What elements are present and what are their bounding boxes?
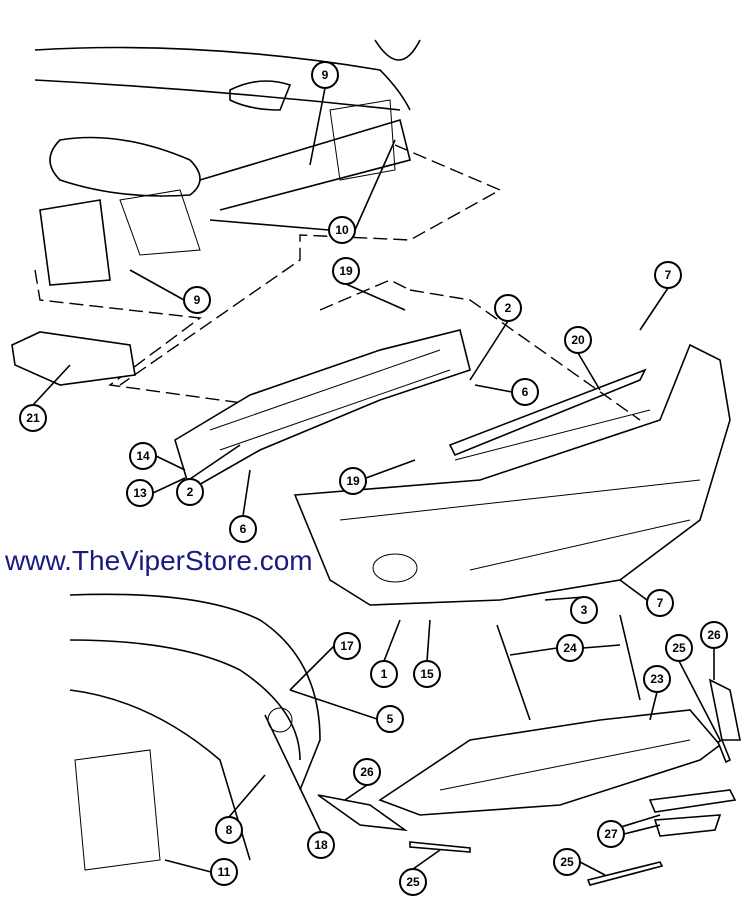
callout-23: 23	[643, 665, 671, 693]
callout-9: 9	[311, 61, 339, 89]
callout-1: 1	[370, 660, 398, 688]
callout-2: 2	[176, 478, 204, 506]
fascia-strip	[448, 368, 647, 457]
vehicle-front-lower	[69, 593, 321, 871]
callout-25: 25	[553, 848, 581, 876]
callout-14: 14	[129, 442, 157, 470]
svg-text:2: 2	[187, 485, 194, 499]
deflector-right	[708, 678, 741, 741]
svg-text:13: 13	[133, 486, 147, 500]
svg-text:1: 1	[381, 667, 388, 681]
svg-text:26: 26	[707, 628, 721, 642]
callout-18: 18	[307, 831, 335, 859]
strip-25-a	[409, 841, 471, 853]
callout-20: 20	[564, 326, 592, 354]
callout-7: 7	[654, 261, 682, 289]
svg-text:19: 19	[339, 264, 353, 278]
energy-absorber	[174, 329, 471, 492]
leader-lines	[32, 87, 721, 876]
callout-24: 24	[556, 634, 584, 662]
deflector-left	[317, 794, 408, 832]
svg-text:5: 5	[387, 712, 394, 726]
svg-text:7: 7	[657, 596, 664, 610]
svg-text:20: 20	[571, 333, 585, 347]
svg-text:8: 8	[226, 823, 233, 837]
callout-15: 15	[413, 660, 441, 688]
callout-25: 25	[665, 634, 693, 662]
svg-text:2: 2	[505, 301, 512, 315]
svg-text:7: 7	[665, 268, 672, 282]
svg-text:25: 25	[406, 875, 420, 889]
svg-text:6: 6	[522, 385, 529, 399]
svg-text:6: 6	[240, 522, 247, 536]
website-watermark: www.TheViperStore.com	[5, 545, 313, 576]
svg-text:23: 23	[650, 672, 664, 686]
svg-text:10: 10	[335, 223, 349, 237]
svg-text:25: 25	[560, 855, 574, 869]
strip-25-c	[716, 738, 732, 764]
callout-26: 26	[353, 758, 381, 786]
svg-text:14: 14	[136, 449, 150, 463]
callout-19: 19	[339, 467, 367, 495]
callout-2: 2	[494, 294, 522, 322]
svg-text:24: 24	[563, 641, 577, 655]
air-duct	[11, 331, 136, 386]
svg-text:15: 15	[420, 667, 434, 681]
callout-17: 17	[333, 632, 361, 660]
vehicle-front-upper	[34, 39, 421, 286]
callout-5: 5	[376, 705, 404, 733]
callout-27: 27	[597, 820, 625, 848]
svg-text:9: 9	[194, 293, 201, 307]
seal-a	[648, 789, 737, 813]
svg-text:11: 11	[218, 865, 231, 879]
seal-b	[653, 814, 722, 837]
svg-text:25: 25	[672, 641, 686, 655]
svg-text:27: 27	[604, 827, 618, 841]
strip-25-b	[586, 861, 664, 886]
svg-text:26: 26	[360, 765, 374, 779]
callout-6: 6	[229, 515, 257, 543]
callout-3: 3	[570, 596, 598, 624]
svg-text:3: 3	[581, 603, 588, 617]
callout-11: 11	[210, 858, 238, 886]
svg-text:19: 19	[346, 474, 360, 488]
svg-text:17: 17	[340, 639, 354, 653]
callout-10: 10	[328, 216, 356, 244]
svg-text:9: 9	[322, 68, 329, 82]
callout-13: 13	[126, 479, 154, 507]
front-fascia	[293, 343, 731, 606]
svg-text:18: 18	[314, 838, 328, 852]
callout-9: 9	[183, 286, 211, 314]
callout-8: 8	[215, 816, 243, 844]
callout-25: 25	[399, 868, 427, 896]
svg-text:21: 21	[26, 411, 40, 425]
callout-26: 26	[700, 621, 728, 649]
callout-19: 19	[332, 257, 360, 285]
callout-7: 7	[646, 589, 674, 617]
callout-21: 21	[19, 404, 47, 432]
callout-6: 6	[511, 378, 539, 406]
